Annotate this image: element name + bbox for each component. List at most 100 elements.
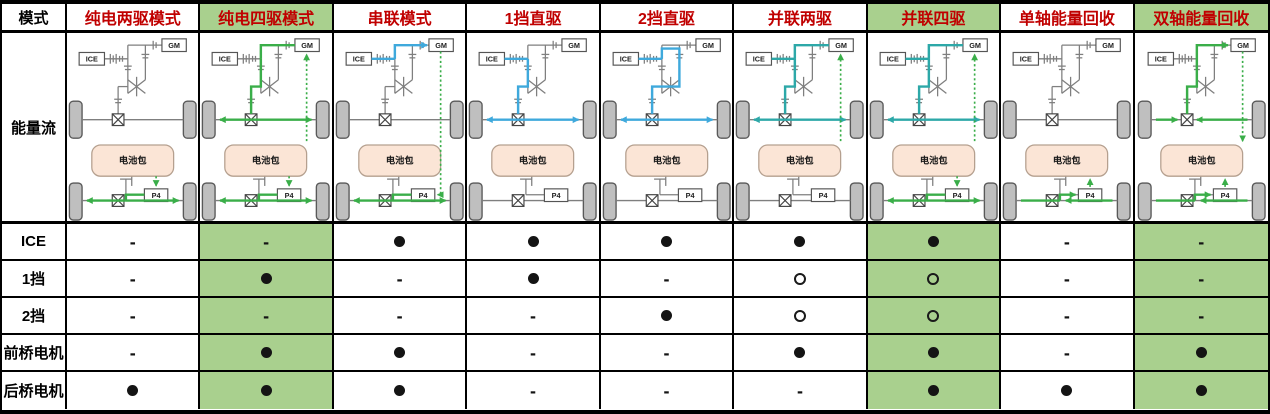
ice-box-label: ICE <box>753 55 765 64</box>
column-header: 纯电四驱模式 <box>200 4 334 30</box>
value-cell: - <box>200 224 334 259</box>
value-cell: - <box>67 335 201 370</box>
column-header-label: 2挡直驱 <box>638 11 695 28</box>
value-cell: - <box>1134 224 1268 259</box>
dash-symbol: - <box>396 305 403 326</box>
gm-box-label: GM <box>302 41 314 50</box>
battery-label: 电池包 <box>920 155 948 166</box>
filled-dot-symbol <box>527 236 539 247</box>
value-cell: - <box>467 372 601 409</box>
column-header: 1挡直驱 <box>467 4 601 30</box>
value-cell: - <box>1001 298 1135 333</box>
value-cell <box>867 298 1002 333</box>
value-cell: - <box>1001 261 1135 296</box>
value-cell <box>734 224 868 259</box>
value-cell <box>467 224 601 259</box>
value-cell <box>67 372 201 409</box>
row-label: ICE <box>20 233 46 250</box>
filled-dot-symbol <box>927 385 939 396</box>
dash-symbol: - <box>663 380 670 401</box>
data-rows: ICE----1挡-----2挡------前桥电机----后桥电机--- <box>2 224 1268 409</box>
column-header: 纯电两驱模式 <box>67 4 201 30</box>
dash-symbol: - <box>1063 231 1070 252</box>
gm-box-label: GM <box>702 41 714 50</box>
filled-dot-symbol <box>660 236 672 247</box>
ice-box-label: ICE <box>219 55 231 64</box>
hollow-dot-symbol <box>793 309 806 322</box>
value-cell <box>600 224 735 259</box>
value-cell: - <box>1001 224 1135 259</box>
value-cell <box>734 298 868 333</box>
column-header: 单轴能量回收 <box>1001 4 1135 30</box>
dash-symbol: - <box>1198 231 1205 252</box>
column-header-label: 纯电四驱模式 <box>218 11 315 28</box>
value-cell: - <box>1134 261 1268 296</box>
filled-dot-symbol <box>1195 385 1207 396</box>
ice-box-label: ICE <box>886 55 898 64</box>
column-header-label: 单轴能量回收 <box>1018 11 1115 28</box>
table-row: ICE---- <box>2 224 1268 261</box>
value-cell <box>333 372 468 409</box>
filled-dot-symbol <box>260 273 272 284</box>
column-header: 2挡直驱 <box>600 4 735 30</box>
gm-box-label: GM <box>435 41 447 50</box>
gm-box-label: GM <box>168 41 180 50</box>
column-header: 并联两驱 <box>734 4 868 30</box>
battery-label: 电池包 <box>1187 155 1215 166</box>
energy-flow-label: 能量流 <box>10 119 56 137</box>
value-cell <box>467 261 601 296</box>
dash-symbol: - <box>396 268 403 289</box>
column-header: 双轴能量回收 <box>1134 4 1268 30</box>
value-cell <box>1134 335 1268 370</box>
column-header: 串联模式 <box>333 4 468 30</box>
value-cell: - <box>1001 335 1135 370</box>
row-label-cell: 后桥电机 <box>2 372 67 409</box>
table-row: 后桥电机 - - - <box>2 372 1268 409</box>
value-cell <box>333 224 468 259</box>
value-cell <box>200 335 334 370</box>
ice-box-label: ICE <box>353 55 365 64</box>
p4-box-label: P4 <box>685 191 695 200</box>
column-header-label: 并联两驱 <box>767 11 832 28</box>
value-cell <box>600 298 735 333</box>
value-cell: - <box>600 335 735 370</box>
p4-box-label: P4 <box>1086 191 1096 200</box>
dash-symbol: - <box>796 380 803 401</box>
p4-box-label: P4 <box>419 191 429 200</box>
energy-flow-label-cell: 能量流 <box>2 33 67 221</box>
value-cell: - <box>333 261 468 296</box>
ice-box-label: ICE <box>1154 55 1166 64</box>
value-cell: - <box>467 298 601 333</box>
value-cell <box>200 261 334 296</box>
dash-symbol: - <box>530 380 537 401</box>
filled-dot-symbol <box>394 385 406 396</box>
filled-dot-symbol <box>794 347 806 358</box>
filled-dot-symbol <box>927 347 939 358</box>
gm-box-label: GM <box>1237 41 1249 50</box>
row-label-cell: 1挡 <box>2 261 67 296</box>
gm-box-label: GM <box>1102 41 1114 50</box>
gm-box-label: GM <box>835 41 847 50</box>
battery-label: 电池包 <box>1053 155 1081 166</box>
battery-label: 电池包 <box>519 155 547 166</box>
filled-dot-symbol <box>127 385 139 396</box>
table-row: 2挡------ <box>2 298 1268 335</box>
value-cell <box>734 335 868 370</box>
dash-symbol: - <box>129 342 136 363</box>
value-cell: - <box>200 298 334 333</box>
table-row: 前桥电机---- <box>2 335 1268 372</box>
dash-symbol: - <box>530 342 537 363</box>
